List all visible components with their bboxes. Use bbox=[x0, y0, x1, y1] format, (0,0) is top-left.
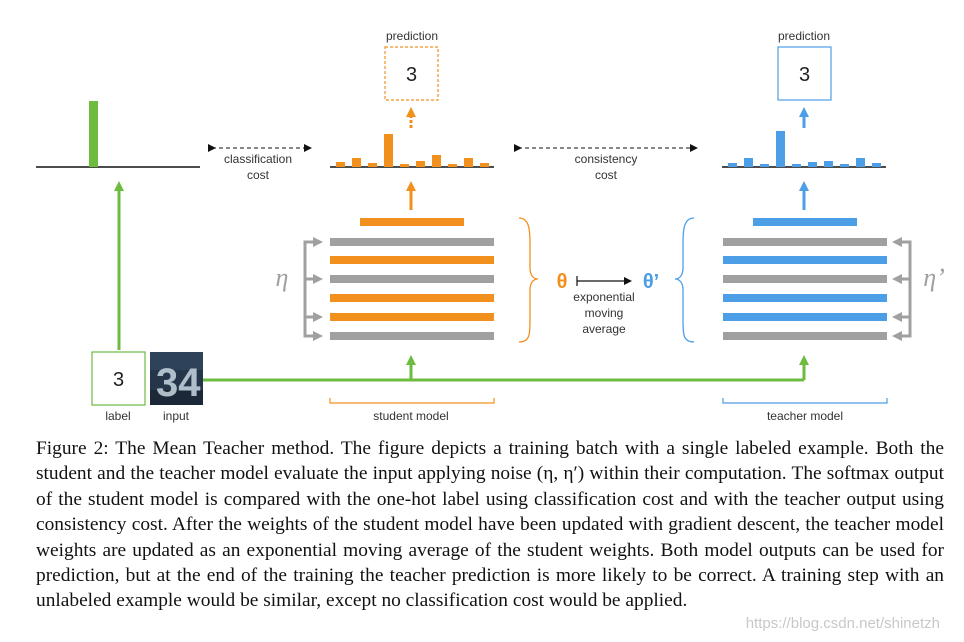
student-brace bbox=[518, 217, 539, 343]
teacher-model-bracket bbox=[722, 398, 888, 404]
label-distribution-bar-3 bbox=[89, 101, 98, 167]
teacher-layer-5 bbox=[723, 313, 887, 321]
teacher-softmax-bar-4 bbox=[792, 164, 801, 167]
teacher-layer-6 bbox=[723, 332, 887, 340]
watermark: https://blog.csdn.net/shinetzh bbox=[745, 615, 940, 632]
teacher-network bbox=[723, 218, 887, 340]
student-model-bracket bbox=[329, 398, 495, 404]
eta-prime-symbol: η’ bbox=[923, 263, 945, 292]
student-prediction-value: 3 bbox=[406, 64, 417, 86]
student-softmax-bar-5 bbox=[416, 161, 425, 167]
label-box bbox=[91, 351, 146, 406]
mean-teacher-diagram: classification cost prediction 3 η θ θ’ … bbox=[36, 29, 945, 423]
student-layer-6 bbox=[330, 332, 494, 340]
classification-cost-line2: cost bbox=[247, 168, 270, 182]
teacher-output-layer bbox=[753, 218, 857, 226]
teacher-softmax-bar-7 bbox=[840, 164, 849, 167]
consistency-cost-line1: consistency bbox=[575, 152, 638, 166]
teacher-prediction-box bbox=[777, 46, 832, 101]
teacher-prediction-value: 3 bbox=[799, 64, 810, 86]
student-model-caption: student model bbox=[373, 409, 448, 423]
theta-symbol: θ bbox=[557, 271, 568, 293]
consistency-cost-line2: cost bbox=[595, 168, 618, 182]
teacher-layer-2 bbox=[723, 256, 887, 264]
ema-line1: exponential bbox=[573, 290, 634, 304]
student-softmax-bar-0 bbox=[336, 162, 345, 167]
teacher-softmax-bar-6 bbox=[824, 161, 833, 167]
teacher-softmax-bar-2 bbox=[760, 164, 769, 167]
input-image: 34 bbox=[150, 352, 203, 405]
student-softmax-bar-6 bbox=[432, 155, 441, 167]
teacher-softmax-bar-0 bbox=[728, 163, 737, 167]
ema-line2: moving bbox=[585, 306, 624, 320]
teacher-layer-3 bbox=[723, 275, 887, 283]
student-layer-4 bbox=[330, 294, 494, 302]
classification-cost: classification cost bbox=[208, 144, 312, 182]
teacher-softmax-bar-5 bbox=[808, 162, 817, 167]
figure-caption: Figure 2: The Mean Teacher method. The f… bbox=[36, 438, 944, 612]
student-softmax-bar-1 bbox=[352, 158, 361, 167]
label-value: 3 bbox=[113, 369, 124, 391]
student-softmax-chart bbox=[330, 134, 494, 168]
consistency-cost: consistency cost bbox=[514, 144, 698, 182]
teacher-softmax-bar-8 bbox=[856, 158, 865, 167]
student-softmax-bar-3 bbox=[384, 134, 393, 167]
teacher-softmax-bar-9 bbox=[872, 163, 881, 167]
teacher-brace bbox=[674, 217, 695, 343]
student-prediction-box bbox=[384, 46, 439, 101]
student-softmax-bar-4 bbox=[400, 164, 409, 167]
input-digits: 34 bbox=[156, 361, 201, 405]
input-caption: input bbox=[163, 409, 190, 423]
ema-line3: average bbox=[582, 322, 626, 336]
eta-symbol: η bbox=[276, 263, 289, 292]
ema-update: θ θ’ exponential moving average bbox=[557, 271, 660, 336]
student-layer-2 bbox=[330, 256, 494, 264]
student-noise-bracket: η bbox=[276, 237, 323, 341]
theta-prime-symbol: θ’ bbox=[643, 271, 659, 293]
student-prediction-label: prediction bbox=[386, 29, 438, 43]
label-one-hot-chart bbox=[36, 101, 200, 168]
teacher-prediction-label: prediction bbox=[778, 29, 830, 43]
teacher-softmax-bar-1 bbox=[744, 158, 753, 167]
label-caption: label bbox=[105, 409, 130, 423]
teacher-layer-4 bbox=[723, 294, 887, 302]
student-softmax-bar-8 bbox=[464, 158, 473, 167]
teacher-softmax-chart bbox=[722, 131, 886, 168]
student-network bbox=[330, 218, 494, 340]
teacher-softmax-bar-3 bbox=[776, 131, 785, 167]
student-output-layer bbox=[360, 218, 464, 226]
student-layer-3 bbox=[330, 275, 494, 283]
student-layer-5 bbox=[330, 313, 494, 321]
student-softmax-bar-7 bbox=[448, 164, 457, 167]
student-layer-1 bbox=[330, 238, 494, 246]
student-softmax-bar-2 bbox=[368, 163, 377, 167]
teacher-model-caption: teacher model bbox=[767, 409, 843, 423]
student-softmax-bar-9 bbox=[480, 163, 489, 167]
teacher-layer-1 bbox=[723, 238, 887, 246]
classification-cost-line1: classification bbox=[224, 152, 292, 166]
teacher-noise-bracket: η’ bbox=[892, 237, 945, 341]
